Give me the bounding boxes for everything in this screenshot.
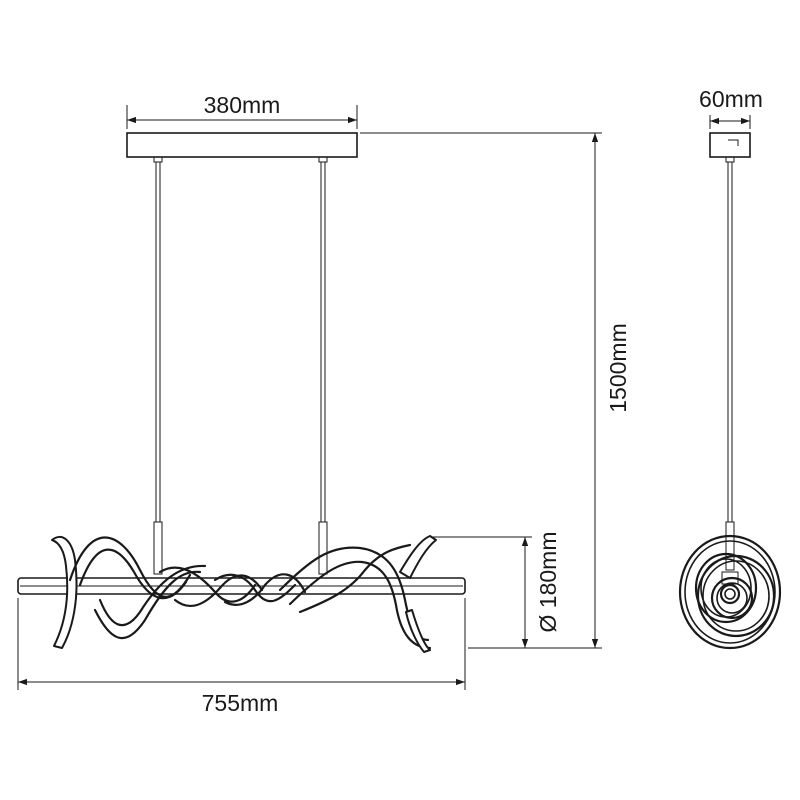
ceiling-canopy — [126, 132, 358, 158]
dimension-label-total-height: 1500mm — [605, 323, 631, 412]
dimension-total-height: 1500mm — [360, 132, 631, 649]
dimension-diameter: Ø 180mm — [432, 532, 561, 649]
front-view: 380mm 1500mm Ø 180mm 755mm — [17, 92, 631, 716]
side-canopy — [709, 132, 751, 158]
suspension-cable-right — [318, 162, 328, 575]
canopy-cable-fixing-right — [318, 156, 328, 163]
dimension-label-diameter: Ø 180mm — [535, 532, 561, 633]
suspension-cable-left — [153, 162, 163, 575]
dimension-canopy-width: 380mm — [126, 92, 358, 129]
dimension-label-canopy-width: 380mm — [204, 92, 281, 118]
dimension-label-length: 755mm — [202, 690, 279, 716]
dimension-depth: 60mm — [699, 86, 763, 129]
spiral-led-ribbon — [51, 535, 437, 653]
side-view: 60mm — [678, 86, 782, 650]
canopy-cable-fixing-left — [153, 156, 163, 163]
side-suspension-cable — [725, 162, 735, 571]
dimension-label-depth: 60mm — [699, 86, 763, 112]
side-spiral-rings — [678, 534, 782, 650]
dimension-length: 755mm — [17, 598, 466, 716]
